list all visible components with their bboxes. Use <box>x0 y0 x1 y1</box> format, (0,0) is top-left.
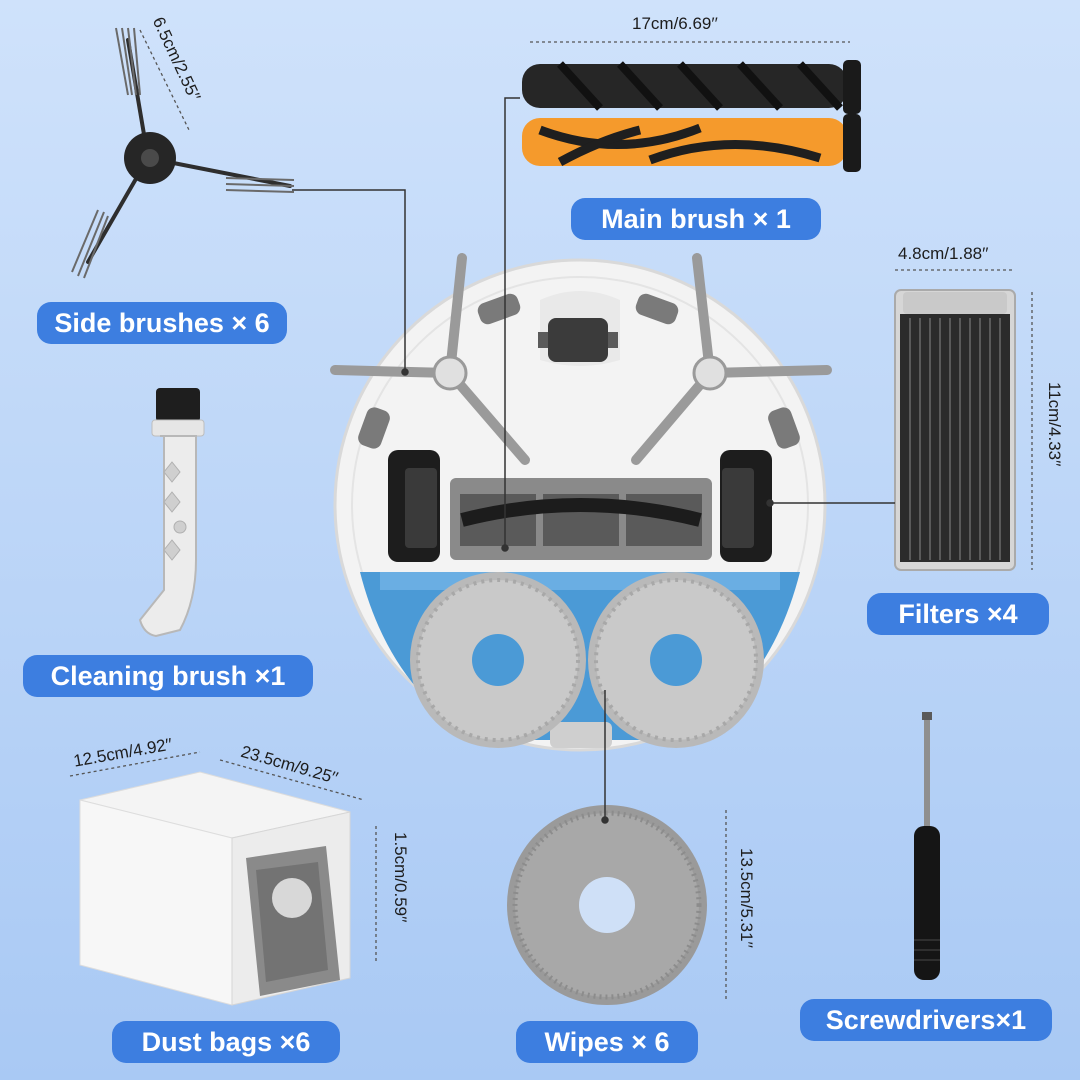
dust-bag-depth: 1.5cm/0.59′′ <box>391 832 410 923</box>
callout-lines <box>292 97 895 824</box>
screwdrivers-label: Screwdrivers×1 <box>800 999 1052 1041</box>
wipe-diameter: 13.5cm/5.31′′ <box>737 848 756 948</box>
dimension-lines <box>69 29 1033 1000</box>
screwdriver-icon <box>914 712 940 980</box>
filters-label: Filters ×4 <box>867 593 1049 635</box>
robot-vacuum-icon <box>330 253 832 752</box>
side-brushes-label: Side brushes × 6 <box>37 302 287 344</box>
main-brush-icon <box>522 60 861 172</box>
dust-bags-label: Dust bags ×6 <box>112 1021 340 1063</box>
cleaning-brush-icon <box>138 388 205 638</box>
filter-icon <box>894 289 1016 571</box>
filter-width: 4.8cm/1.88′′ <box>898 244 989 263</box>
cleaning-brush-label: Cleaning brush ×1 <box>23 655 313 697</box>
side-brush-icon <box>71 27 295 279</box>
wipe-icon <box>507 805 707 1005</box>
main-brush-label: Main brush × 1 <box>571 198 821 240</box>
filter-height: 11cm/4.33′′ <box>1045 382 1064 467</box>
wipes-label: Wipes × 6 <box>516 1021 698 1063</box>
main-brush-length: 17cm/6.69′′ <box>632 14 718 33</box>
dust-bag-icon <box>79 771 351 1006</box>
